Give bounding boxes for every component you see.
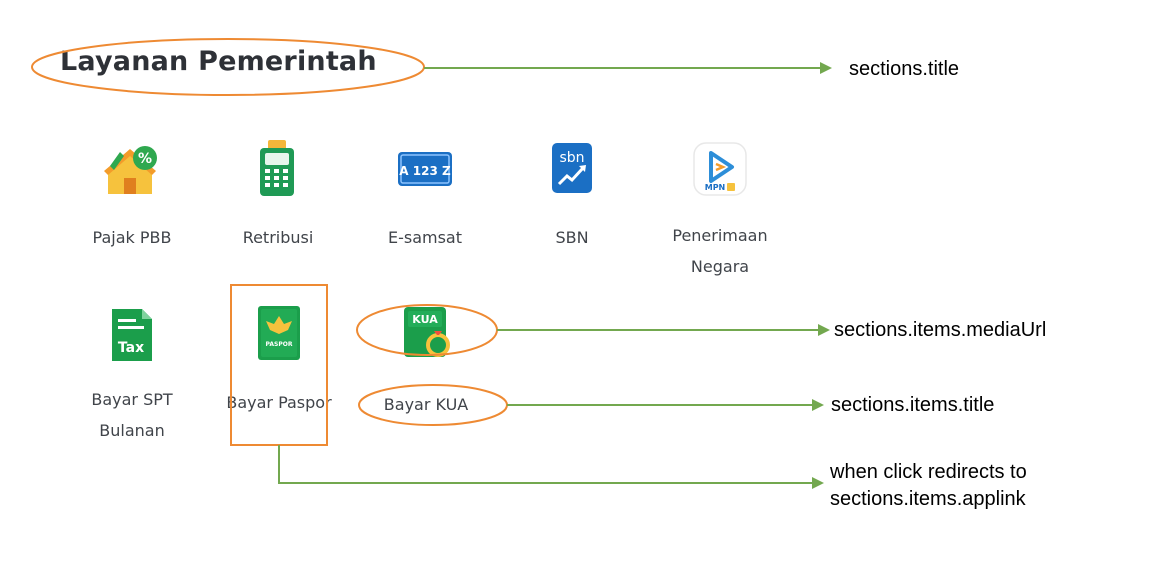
item-title-e-samsat: E-samsat — [387, 228, 463, 247]
item-title-bayar-spt: Bayar SPT Bulanan — [91, 390, 173, 440]
svg-text:%: % — [138, 151, 152, 167]
sbn-chart-icon: sbn — [552, 143, 592, 193]
license-plate-icon: A 123 Z — [398, 152, 452, 186]
svg-text:KUA: KUA — [412, 313, 438, 326]
title-highlight-ellipse — [31, 38, 425, 96]
item-title-bayar-paspor: Bayar Paspor — [226, 393, 332, 412]
svg-text:A 123 Z: A 123 Z — [399, 164, 451, 178]
media-annotation: sections.items.mediaUrl — [834, 319, 1047, 341]
media-highlight-ellipse — [356, 304, 498, 356]
item-title-highlight-ellipse — [358, 384, 508, 426]
item-title-bayar-kua: Bayar KUA — [383, 395, 469, 414]
bayar-spt-item[interactable]: Tax — [100, 303, 162, 365]
tax-document-icon: Tax — [112, 309, 152, 361]
paspor-highlight-box — [230, 284, 328, 446]
bayar-paspor-item[interactable]: PASPOR — [248, 302, 310, 364]
sbn-item[interactable]: sbn — [541, 138, 603, 200]
section-title: Layanan Pemerintah — [60, 46, 377, 77]
e-samsat-item[interactable]: A 123 Z — [394, 138, 456, 200]
house-percent-icon: % — [104, 146, 157, 194]
item-title-annotation: sections.items.title — [831, 394, 995, 416]
applink-annotation: when click redirects to sections.items.a… — [830, 459, 1027, 513]
penerimaan-negara-item[interactable]: MPN — [689, 138, 751, 200]
retribusi-item[interactable] — [246, 138, 308, 200]
item-title-retribusi: Retribusi — [242, 228, 314, 247]
item-title-sbn: SBN — [555, 228, 589, 247]
payment-terminal-icon — [260, 140, 294, 196]
item-title-penerimaan-negara: Penerimaan Negara — [672, 226, 768, 276]
passport-icon: PASPOR — [258, 306, 300, 360]
svg-text:PASPOR: PASPOR — [266, 341, 293, 348]
applink-annotation-line1: when click redirects to — [830, 461, 1027, 483]
svg-text:Tax: Tax — [118, 340, 144, 356]
svg-text:sbn: sbn — [559, 150, 584, 166]
applink-arrow — [278, 445, 824, 489]
applink-annotation-line2: sections.items.applink — [830, 488, 1026, 510]
item-title-pajak-pbb: Pajak PBB — [92, 228, 172, 247]
svg-text:MPN: MPN — [705, 183, 726, 192]
mpn-logo-icon: MPN — [693, 142, 747, 196]
pajak-pbb-item[interactable]: % — [100, 138, 162, 200]
title-annotation: sections.title — [849, 58, 960, 80]
